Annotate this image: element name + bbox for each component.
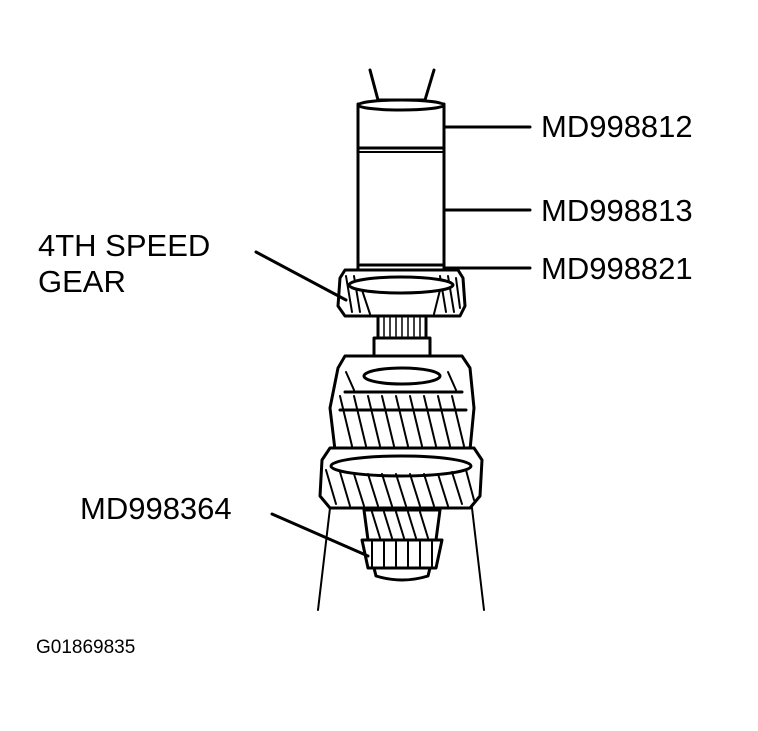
label-fourth-speed-gear-line1: 4TH SPEED xyxy=(38,228,211,263)
fourth-speed-gear xyxy=(336,268,467,318)
support-stand xyxy=(317,507,485,611)
label-md998812: MD998812 xyxy=(541,109,693,144)
leader-md998364 xyxy=(270,512,370,558)
label-fourth-speed-gear-line2: GEAR xyxy=(38,264,126,299)
label-md998364: MD998364 xyxy=(80,491,232,526)
tool-cylinder xyxy=(356,98,446,274)
gear-stack xyxy=(318,354,484,510)
label-md998813: MD998813 xyxy=(541,193,693,228)
bearing-tool xyxy=(360,508,444,582)
leader-lines xyxy=(254,125,532,558)
figure-id: G01869835 xyxy=(36,637,136,658)
leader-fourth-speed-gear xyxy=(254,250,348,302)
label-md998821: MD998821 xyxy=(541,251,693,286)
